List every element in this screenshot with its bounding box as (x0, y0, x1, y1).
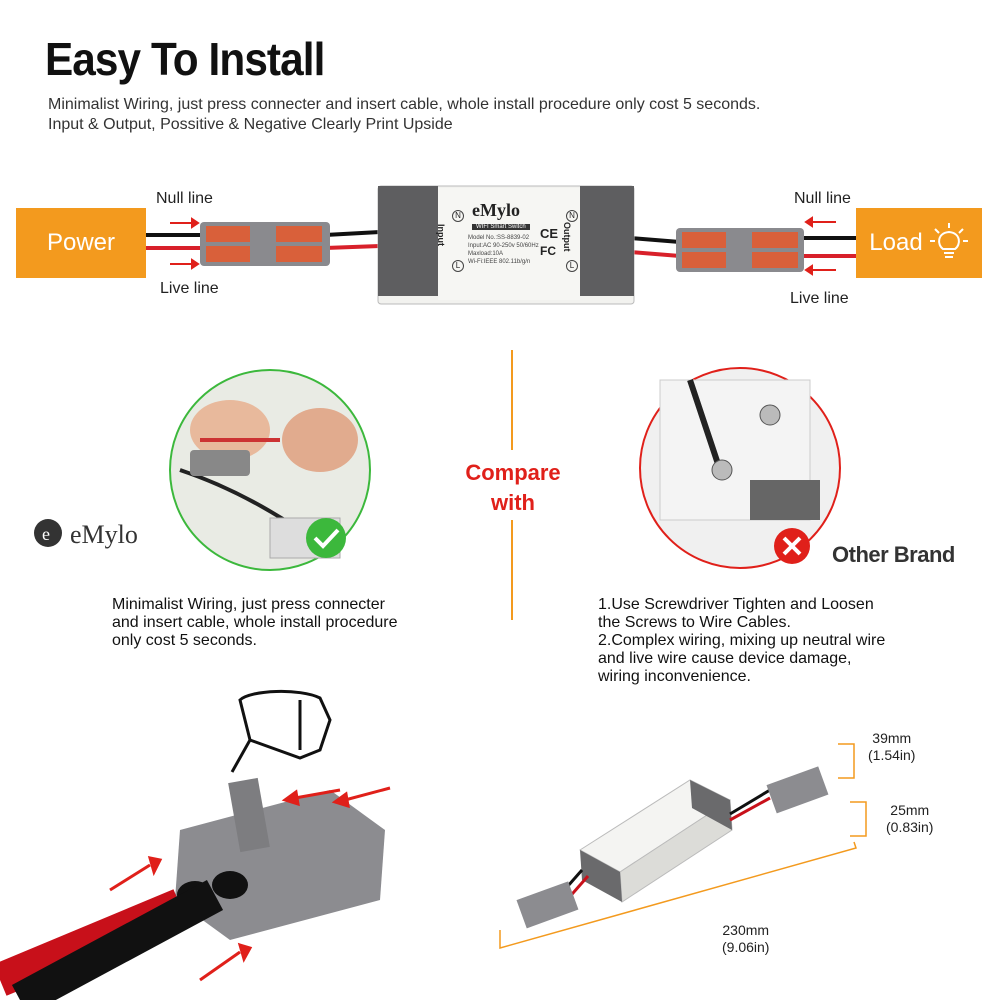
width-mm: 25mm (890, 802, 930, 818)
lever-connector (175, 777, 385, 940)
fc-mark: FC (540, 244, 556, 258)
spec-line: Input:AC 90-250v 50/60Hz (468, 243, 539, 249)
emylo-logo-icon: e (34, 519, 62, 547)
left-description: Minimalist Wiring, just press connecter … (112, 596, 398, 650)
height-mm: 39mm (872, 730, 912, 746)
power-box: Power (16, 208, 146, 278)
dimension-illustration (499, 743, 867, 949)
n-mark-input: N (452, 210, 464, 222)
cross-icon (774, 528, 810, 564)
spec-line: Wi-Fi:IEEE 802.11b/g/n (468, 259, 531, 265)
svg-text:e: e (42, 524, 50, 544)
check-icon (306, 518, 346, 558)
lightbulb-icon (929, 223, 968, 258)
other-brand-install-photo (639, 367, 841, 569)
l-mark-input: L (452, 260, 464, 272)
null-line-right-label: Null line (794, 190, 851, 207)
width-in: (0.83in) (886, 819, 934, 835)
insert-arrows (109, 786, 391, 982)
spec-line: Maxload:10A (468, 251, 504, 257)
device-input-label: Input (436, 224, 446, 246)
height-dimension: 39mm (1.54in) (868, 730, 915, 764)
device-spec-title: WIFI Smart Switch (472, 224, 530, 230)
right-description-line: and live wire cause device damage, (598, 650, 852, 667)
left-description-line: only cost 5 seconds. (112, 632, 257, 649)
n-mark-output: N (566, 210, 578, 222)
spec-line: Model No.:SS-8839-02 (468, 235, 530, 241)
l-mark-output: L (566, 260, 578, 272)
load-box: Load (856, 208, 982, 278)
height-in: (1.54in) (868, 747, 916, 763)
other-brand-label: Other Brand (832, 542, 955, 567)
left-description-line: and insert cable, whole install procedur… (112, 614, 398, 631)
right-description: 1.Use Screwdriver Tighten and Loosen the… (598, 596, 885, 686)
length-dimension: 230mm (9.06in) (722, 922, 769, 956)
compare-graphics: e (34, 350, 841, 620)
emylo-brand-label: eMylo (70, 520, 138, 549)
right-description-line: 1.Use Screwdriver Tighten and Loosen (598, 596, 874, 613)
length-in: (9.06in) (722, 939, 770, 955)
load-label: Load (869, 229, 923, 256)
power-label: Power (46, 229, 116, 256)
device-spec-lines: Model No.:SS-8839-02 Input:AC 90-250v 50… (468, 234, 539, 266)
device-brand: eMylo (472, 200, 520, 220)
device-output-label: Output (562, 222, 572, 252)
left-description-line: Minimalist Wiring, just press connecter (112, 596, 385, 613)
length-mm: 230mm (722, 922, 770, 938)
connector-illustration (0, 690, 391, 1000)
live-line-left-label: Live line (160, 280, 219, 297)
right-description-line: wiring inconvenience. (598, 668, 751, 685)
cables (0, 880, 224, 1000)
dimension-brackets (499, 743, 867, 949)
ce-mark: CE (540, 226, 559, 241)
right-description-line: the Screws to Wire Cables. (598, 614, 791, 631)
pointing-hand-icon (230, 690, 332, 773)
null-line-left-label: Null line (156, 190, 213, 207)
compare-line-1: Compare (465, 460, 561, 485)
compare-label: Compare with (458, 458, 568, 518)
subtitle-line-2: Input & Output, Possitive & Negative Cle… (48, 116, 453, 133)
compare-line-2: with (491, 490, 535, 515)
connector-right (676, 228, 804, 272)
page-title: Easy To Install (45, 33, 325, 85)
subtitle-line-1: Minimalist Wiring, just press connecter … (48, 96, 761, 113)
width-dimension: 25mm (0.83in) (886, 802, 933, 836)
connector-left (200, 222, 330, 266)
right-description-line: 2.Complex wiring, mixing up neutral wire (598, 632, 886, 649)
product-3d (516, 766, 829, 929)
wiring-diagram (146, 185, 856, 305)
live-line-right-label: Live line (790, 290, 849, 307)
